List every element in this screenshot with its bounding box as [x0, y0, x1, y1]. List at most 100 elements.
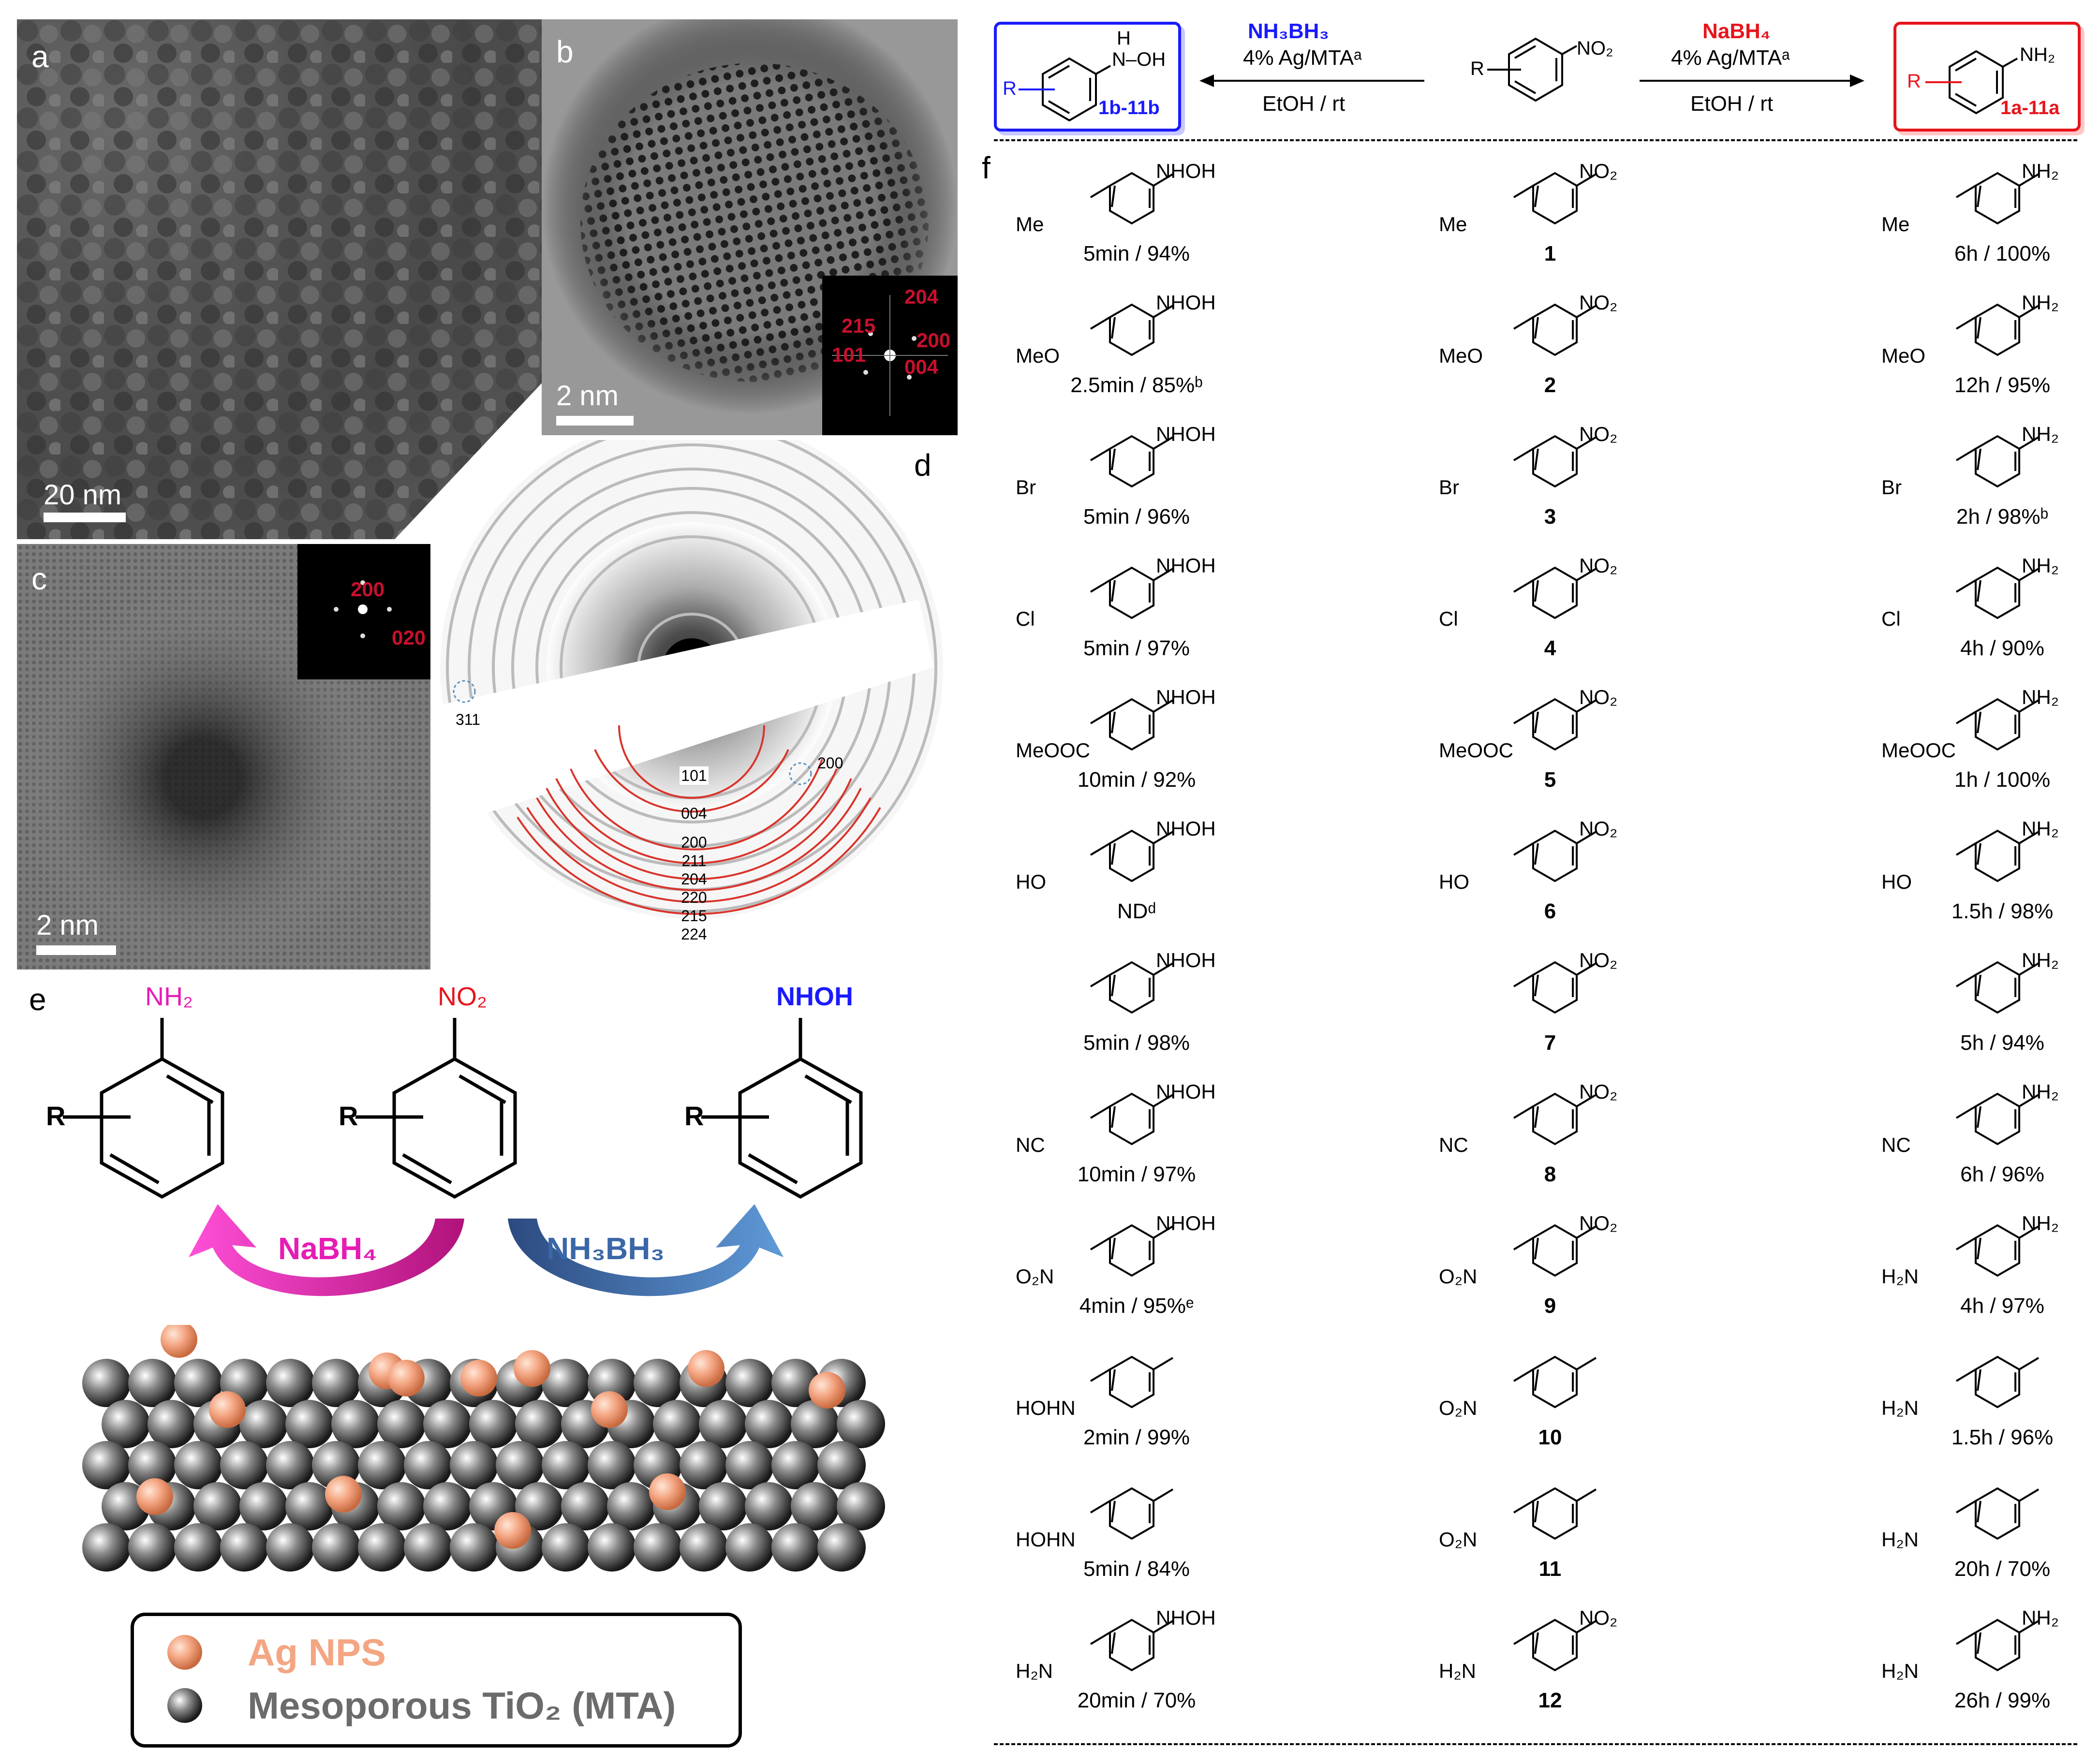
center-nitroarene	[1487, 37, 1577, 102]
benzene-ring-structure	[1090, 1618, 1174, 1672]
benzene-ring-structure	[1513, 435, 1597, 488]
left-arrow-reagent: NH₃BH₃	[1248, 19, 1329, 43]
substituent-label: HO	[1439, 870, 1469, 893]
ag-mta-catalyst-illustration	[82, 1325, 885, 1572]
reaction-result: 1h / 100%	[1954, 768, 2051, 792]
fft-label-200: 200	[351, 578, 385, 601]
fft-label-004: 004	[904, 355, 939, 378]
r-label: R	[339, 1101, 358, 1131]
functional-group-label: NH₂	[2022, 554, 2059, 577]
benzene-ring-structure	[1513, 1224, 1597, 1277]
reaction-result: 20min / 70%	[1077, 1689, 1196, 1712]
substituent-label: H₂N	[1881, 1396, 1919, 1419]
substituent-label: H₂N	[1881, 1660, 1919, 1682]
legend-swatches	[167, 1635, 202, 1723]
functional-group-label: NHOH	[1156, 554, 1216, 577]
substituent-label: NC	[1016, 1133, 1045, 1156]
functional-group-label: NHOH	[1156, 1212, 1216, 1235]
benzene-ring-structure	[1090, 1224, 1174, 1277]
reaction-result: 6h / 100%	[1954, 242, 2051, 265]
benzene-ring-structure	[1513, 1618, 1597, 1672]
substituent-label: HO	[1881, 870, 1912, 893]
compound-number: 11	[1538, 1557, 1562, 1581]
substituent-label: H₂N	[1439, 1660, 1476, 1682]
benzene-ring-structure	[1513, 172, 1597, 225]
compound-number: 6	[1544, 899, 1556, 923]
reaction-result: 5min / 97%	[1083, 636, 1190, 660]
reaction-result: 2.5min / 85%ᵇ	[1070, 373, 1203, 397]
nhoh-label: NHOH	[776, 982, 853, 1011]
fft-label-200: 200	[917, 329, 951, 352]
benzene-ring-structure	[1090, 1092, 1174, 1146]
substituent-label: O₂N	[1016, 1265, 1054, 1288]
aniline-nh2-label: NH₂	[145, 982, 193, 1011]
fft-label-101: 101	[832, 343, 866, 366]
substituent-label: HO	[1016, 870, 1046, 893]
ring-label: 220	[681, 889, 707, 906]
benzene-ring-structure	[1955, 435, 2040, 488]
scheme-range-a: 1a-11a	[2000, 97, 2060, 118]
reaction-result: 6h / 96%	[1960, 1162, 2044, 1186]
functional-group-label: NH₂	[2022, 1212, 2059, 1235]
ring-label: 211	[681, 852, 707, 869]
reaction-result: 5min / 94%	[1083, 242, 1190, 265]
scheme-noh-label: N–OH	[1112, 49, 1166, 70]
benzene-ring-structure	[1955, 1355, 2040, 1409]
panel-b-hrtem-image: b 2 nm 204 215 200 101 004	[542, 19, 958, 435]
functional-group-label: NO₂	[1579, 686, 1618, 708]
substituent-label: O₂N	[1439, 1396, 1478, 1419]
ring-label: 101	[680, 766, 709, 785]
saed-spot-label-200: 200	[817, 754, 843, 772]
benzene-ring-structure	[1090, 566, 1174, 619]
functional-group-label: NHOH	[1156, 1080, 1216, 1103]
compound-number: 12	[1538, 1689, 1562, 1712]
reaction-result: 20h / 70%	[1954, 1557, 2051, 1581]
compound-number: 2	[1544, 373, 1556, 397]
right-arrow-reagent: NaBH₄	[1702, 19, 1771, 43]
right-arrow-solvent: EtOH / rt	[1690, 92, 1774, 116]
substituent-label: Cl	[1439, 607, 1458, 630]
scheme-r-label: R	[1003, 78, 1017, 99]
benzene-ring-structure	[1955, 1487, 2040, 1540]
reaction-result: 2h / 98%ᵇ	[1956, 505, 2049, 529]
substituent-label: MeOOC	[1016, 739, 1091, 762]
fft-label-204: 204	[904, 285, 939, 308]
functional-group-label: NHOH	[1156, 291, 1216, 314]
reaction-result: 5min / 84%	[1083, 1557, 1190, 1581]
ring-label: 215	[681, 907, 707, 925]
nh3bh3-label: NH₃BH₃	[547, 1231, 665, 1266]
benzene-ring-structure	[1955, 1224, 2040, 1277]
reaction-result: 4h / 90%	[1960, 636, 2044, 660]
compound-number: 5	[1544, 768, 1556, 792]
legend-ag-nps: Ag NPS	[248, 1631, 386, 1674]
reaction-result: NDᵈ	[1117, 899, 1156, 923]
scale-bar	[36, 945, 116, 955]
functional-group-label: NH₂	[2022, 817, 2059, 840]
compound-number: 4	[1544, 636, 1556, 660]
saed-ring-labels: 101 004 200 211 204 220 215 224	[680, 766, 709, 943]
center-no2-label: NO₂	[1577, 38, 1613, 59]
functional-group-label: NH₂	[2022, 160, 2059, 182]
substituent-label: MeOOC	[1439, 739, 1514, 762]
substituent-label: H₂N	[1016, 1660, 1053, 1682]
benzene-ring-structure	[1513, 566, 1597, 619]
scheme-h-label: H	[1117, 28, 1131, 49]
panel-d-saed-pattern: d 311 200 101 004 200 211 204 220 215 22…	[435, 440, 967, 977]
left-arrow-solvent: EtOH / rt	[1262, 92, 1346, 116]
functional-group-label: NO₂	[1579, 1606, 1618, 1629]
substituent-label: Me	[1881, 213, 1910, 235]
panel-a-label: a	[31, 39, 49, 74]
benzene-ring-structure	[1955, 961, 2040, 1014]
substituent-label: O₂N	[1439, 1528, 1478, 1551]
scale-text: 20 nm	[44, 479, 122, 511]
benzene-ring-structure	[1513, 829, 1597, 882]
saed-spot-label-311: 311	[456, 711, 481, 728]
ring-label: 200	[681, 834, 707, 851]
nh3bh3-curved-arrow	[508, 1204, 784, 1296]
functional-group-label: NH₂	[2022, 1080, 2059, 1103]
functional-group-label: NHOH	[1156, 686, 1216, 708]
benzene-ring-structure	[1090, 435, 1174, 488]
left-arrow-catalyst: 4% Ag/MTAᵃ	[1243, 46, 1362, 70]
functional-group-label: NHOH	[1156, 949, 1216, 971]
panel-a-tem-image: a 20 nm	[17, 19, 542, 539]
